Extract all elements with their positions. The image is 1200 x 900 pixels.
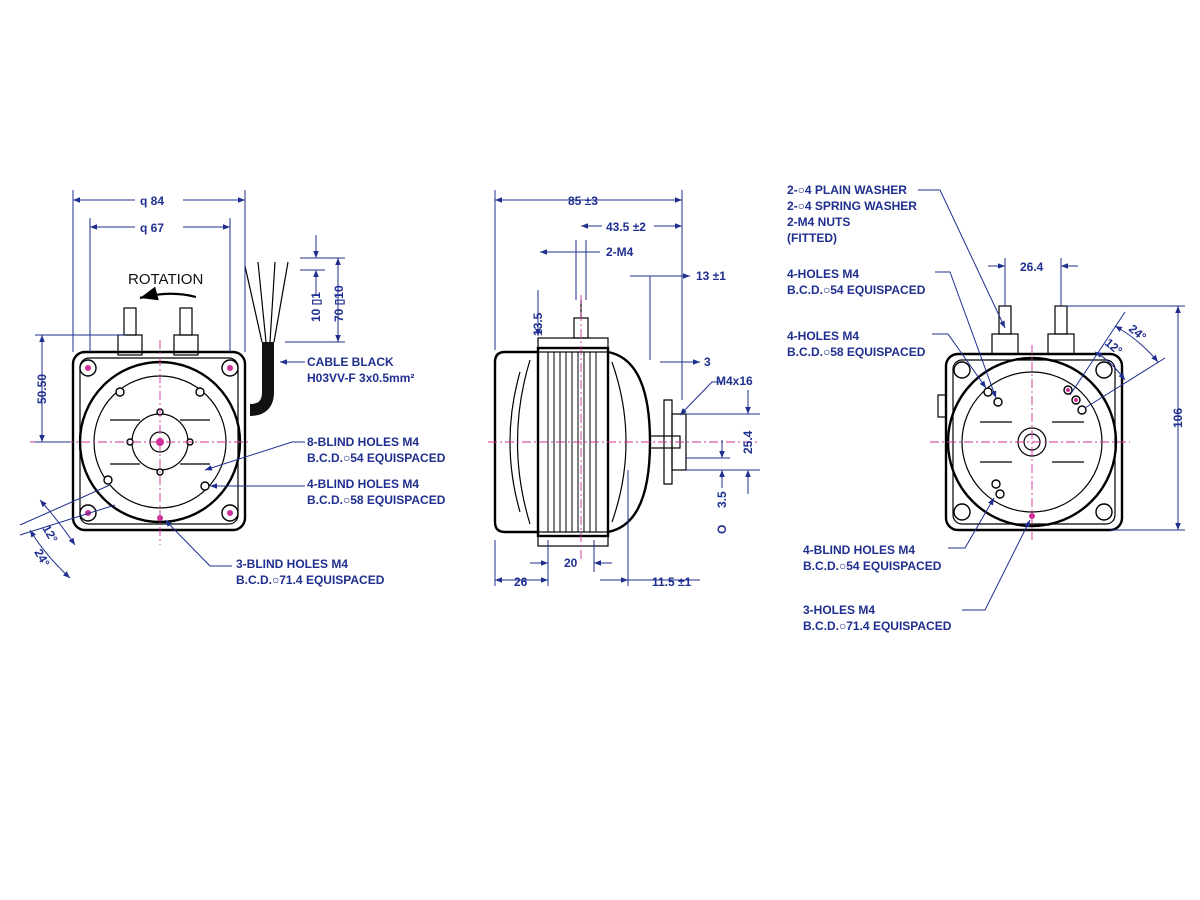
front-angle-12: 12°: [39, 523, 60, 546]
side-dim-13: 13 ±1: [696, 269, 726, 283]
side-dim-3-5: 3.5: [715, 491, 729, 508]
rotation-label: ROTATION: [128, 271, 203, 288]
holes4-line1: 4-BLIND HOLES M4: [307, 477, 419, 491]
holes4-line2: B.C.D.○58 EQUISPACED: [307, 493, 446, 507]
side-dim-3: 3: [704, 355, 711, 369]
side-dim-25-4: 25.4: [741, 430, 755, 454]
rear-holes4b-line1: 4-HOLES M4: [787, 329, 859, 343]
rear-blind4-line2: B.C.D.○54 EQUISPACED: [803, 559, 942, 573]
dim-width-inner: q 67: [140, 221, 164, 235]
side-dim-11-5: 11.5 ±1: [652, 575, 692, 589]
side-lamination-lines: [547, 352, 597, 532]
rear-dim-26-4: 26.4: [1020, 260, 1044, 274]
holes8-line1: 8-BLIND HOLES M4: [307, 435, 419, 449]
rear-washer-line3: 2-M4 NUTS: [787, 215, 850, 229]
side-dim-m4x16: M4x16: [716, 374, 753, 388]
rear-holes4-line1: 4-HOLES M4: [787, 267, 859, 281]
side-dim-overall: 85 ±3: [568, 194, 598, 208]
front-motor-housing: [71, 350, 247, 532]
rear-washer-line4: (FITTED): [787, 231, 837, 245]
side-view: 85 ±3 43.5 ±2 2-M4 13 ±1 13.5 3 M4x16 25…: [488, 190, 760, 589]
front-angle-24: 24°: [31, 547, 52, 570]
rear-terminal-studs: [991, 305, 1075, 355]
rear-washer-line1: 2-○4 PLAIN WASHER: [787, 183, 907, 197]
rear-holes3-line1: 3-HOLES M4: [803, 603, 875, 617]
front-corner-holes: [79, 359, 239, 522]
dim-wire-length: 70 ▯10: [332, 285, 346, 322]
dim-height: 50.50: [35, 374, 49, 404]
holes3-line1: 3-BLIND HOLES M4: [236, 557, 348, 571]
cable-label-line2: H03VV-F 3x0.5mm²: [307, 371, 414, 385]
rear-washer-line2: 2-○4 SPRING WASHER: [787, 199, 917, 213]
side-dim-diameter: O: [715, 525, 729, 534]
front-blind-holes: [103, 387, 210, 521]
rear-blind4-line1: 4-BLIND HOLES M4: [803, 543, 915, 557]
side-dim-2m4: 2-M4: [606, 245, 634, 259]
rotation-arrow-icon: [139, 286, 197, 301]
rear-mount-holes: [983, 385, 1087, 519]
rear-view: 2-○4 PLAIN WASHER 2-○4 SPRING WASHER 2-M…: [787, 183, 1185, 633]
front-view: ROTATION q 84 q 67 50.50 10 ▯1 70 ▯10 CA…: [19, 190, 446, 587]
side-dim-13-5: 13.5: [531, 312, 545, 336]
dim-wire-strip: 10 ▯1: [309, 292, 323, 322]
holes3-line2: B.C.D.○71.4 EQUISPACED: [236, 573, 385, 587]
side-dim-43: 43.5 ±2: [606, 220, 646, 234]
holes8-line2: B.C.D.○54 EQUISPACED: [307, 451, 446, 465]
cable-label-line1: CABLE BLACK: [307, 355, 394, 369]
side-hub: [663, 399, 673, 485]
rear-holes4-line2: B.C.D.○54 EQUISPACED: [787, 283, 926, 297]
side-dim-26: 26: [514, 575, 528, 589]
rear-dim-106: 106: [1171, 408, 1185, 428]
rear-corner-holes: [953, 361, 1113, 521]
cable: [249, 342, 274, 416]
side-dim-20: 20: [564, 556, 578, 570]
front-terminal-studs: [117, 307, 199, 356]
dim-width-outer: q 84: [140, 194, 164, 208]
rear-angle-24: 24°: [1126, 322, 1149, 345]
rear-holes4b-line2: B.C.D.○58 EQUISPACED: [787, 345, 926, 359]
rear-holes3-line2: B.C.D.○71.4 EQUISPACED: [803, 619, 952, 633]
